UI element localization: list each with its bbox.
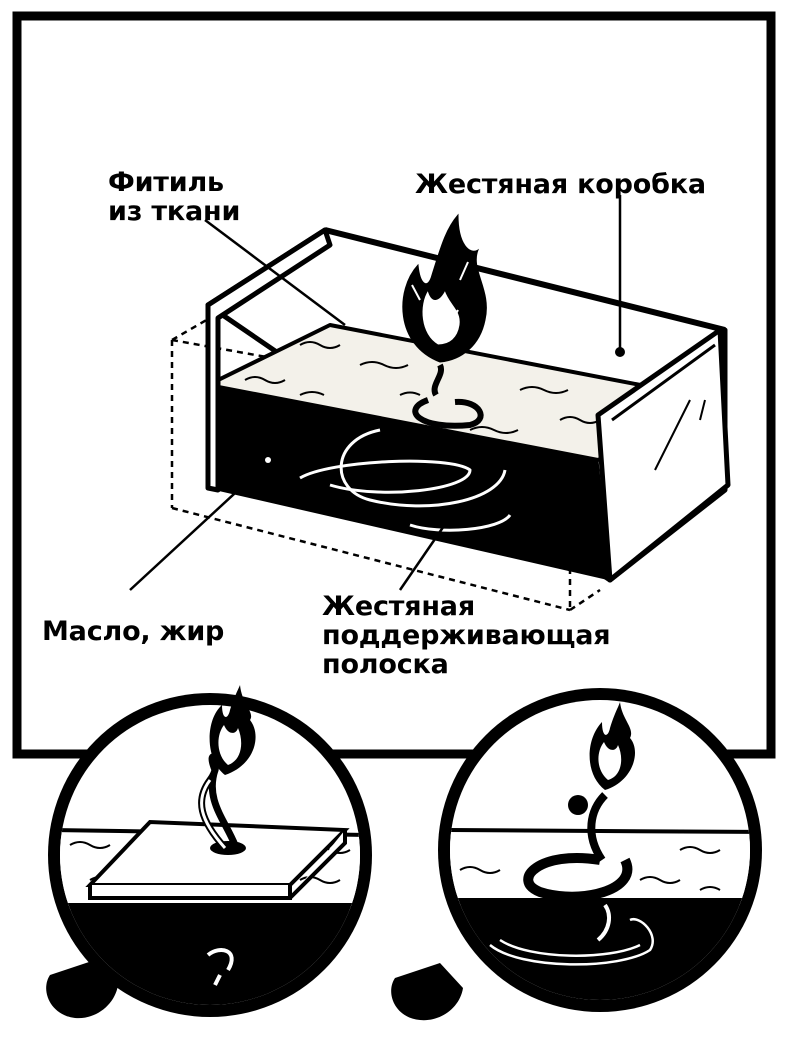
label-strip-line3: полоска (322, 649, 449, 680)
label-strip-line2: поддерживающая (322, 620, 611, 651)
leader-wick (204, 219, 346, 326)
magnifier-left (46, 685, 372, 1019)
label-strip-line1: Жестяная (322, 591, 475, 622)
right-strip-coil (523, 853, 633, 902)
tin-strip (299, 428, 512, 532)
label-tin-box-text: Жестяная коробка (415, 169, 706, 200)
leader-lines (129, 195, 622, 591)
wick-flame (402, 213, 487, 429)
label-strip: Жестяная поддерживающая полоска (322, 591, 611, 680)
magnifier-right (391, 688, 762, 1021)
magnifier-right-handle (391, 963, 463, 1021)
label-wick: Фитиль из ткани (108, 168, 240, 226)
leader-oil (129, 469, 261, 591)
label-wick-line2: из ткани (108, 196, 241, 227)
box-marker-dot (615, 347, 625, 357)
leader-strip (398, 519, 450, 591)
label-oil-text: Масло, жир (42, 616, 225, 647)
flame-inner (421, 288, 461, 346)
label-wick-line1: Фитиль (108, 167, 224, 198)
magnifier-left-handle (46, 960, 118, 1019)
label-oil: Масло, жир (42, 617, 224, 646)
label-tin-box: Жестяная коробка (415, 170, 706, 199)
